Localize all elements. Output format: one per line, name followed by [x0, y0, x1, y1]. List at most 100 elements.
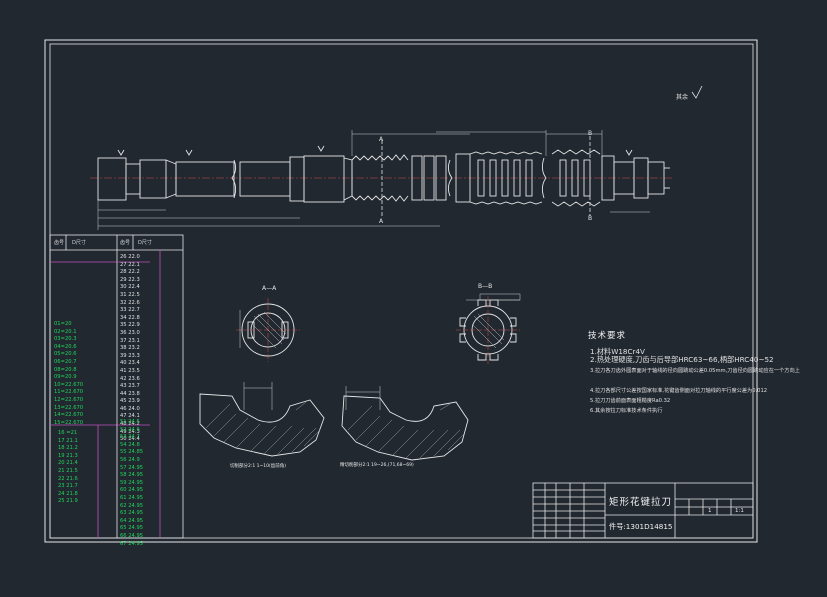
table-cell: 67 24.95	[120, 540, 144, 547]
table-cell: 45 23.9	[120, 398, 140, 405]
table-cell: 51 24.5	[120, 419, 140, 425]
tech-req-1: 1.材料W18Cr4V	[590, 347, 645, 356]
tech-req-3: 3.拉刀各刀齿外圆表面对于轴线的径向圆跳动公差0.05mm,刀齿径向圆跳动应在一…	[590, 368, 800, 374]
title-block-code: 件号:1301D14815	[609, 522, 673, 531]
broach-main-view	[90, 130, 672, 230]
caption-right-section: 精切削部分2:1 19~26,(71,68~69)	[340, 463, 414, 468]
tech-requirements-title: 技术要求	[588, 331, 627, 341]
table-cell: 11=22.670	[54, 389, 84, 396]
table-cell: 41 23.5	[120, 367, 140, 374]
table-cell: 20 21.4	[58, 460, 78, 467]
table-cell: 17 21.1	[58, 437, 78, 444]
section-b-b	[456, 293, 521, 364]
table-cell: 46 24.0	[120, 405, 140, 412]
table-cell: 52 24.6	[120, 426, 140, 433]
table-cell: 36 23.0	[120, 329, 140, 336]
table-cell: 58 24.95	[120, 472, 144, 479]
table-cell: 21 21.5	[58, 467, 78, 474]
table-cell: 27 22.1	[120, 261, 140, 268]
tech-req-4: 4.拉刀各部尺寸公差按国家标准,花键齿侧面对拉刀轴线的平行度公差为0.012	[590, 388, 768, 394]
table-cell: 06=20.7	[54, 358, 77, 365]
table-cell: 10=22.670	[54, 381, 84, 388]
table-cell: 15=22.670	[54, 419, 84, 426]
table-cell: 59 24.95	[120, 479, 144, 486]
table-cell: 54 24.8	[120, 441, 140, 448]
title-block-sheet: 1	[708, 508, 712, 514]
table-header-tooth-no-2: 齿号	[120, 240, 131, 246]
caption-left-section: 切削部分2:1 1~10(齿前角)	[230, 464, 287, 469]
tech-req-5: 5.拉刀刀齿前面表面粗糙度Ra0.32	[590, 398, 671, 404]
table-cell: 30 22.4	[120, 284, 140, 291]
tooth-detail-left	[199, 382, 325, 457]
table-cell: 55 24.85	[120, 449, 144, 456]
table-cell: 62 24.95	[120, 502, 144, 509]
table-cell: 05=20.6	[54, 351, 77, 358]
table-cell: 34 22.8	[120, 314, 140, 321]
table-cell: 28 22.2	[120, 269, 140, 276]
table-cell: 49 24.3	[120, 428, 140, 435]
table-header-d-size: D尺寸	[72, 240, 86, 246]
title-block-lines	[532, 482, 754, 539]
table-cell: 18 21.2	[58, 445, 78, 452]
table-cell: 08=20.8	[54, 366, 77, 373]
table-cell: 09=20.9	[54, 374, 77, 381]
table-header-d-size-2: D尺寸	[138, 240, 152, 246]
title-block-name: 矩形花键拉刀	[609, 497, 673, 508]
cut-marker-a: A	[379, 136, 384, 143]
table-cell: 57 24.95	[120, 464, 144, 471]
table-header-tooth-no: 齿号	[54, 240, 65, 246]
table-cell: 29 22.3	[120, 276, 140, 283]
title-block-scale: 1:1	[735, 508, 744, 514]
table-cell: 25 21.9	[58, 498, 78, 505]
table-cell: 14=22.670	[54, 412, 84, 419]
table-cell: 31 22.5	[120, 291, 140, 298]
section-b-label: B—B	[478, 283, 493, 290]
table-cell: 63 24.95	[120, 510, 144, 517]
table-cell: 33 22.7	[120, 307, 140, 314]
table-cell: 12=22.670	[54, 396, 84, 403]
table-cell: 56 24.9	[120, 456, 140, 463]
table-cell: 66 24.95	[120, 532, 144, 539]
table-cell: 35 22.9	[120, 322, 140, 329]
table-cell: 32 22.6	[120, 299, 140, 306]
table-cell: 02=20.1	[54, 328, 77, 335]
tech-req-6: 6.其余按拉刀标准技术条件执行	[590, 408, 663, 414]
table-cell: 50 24.4	[120, 436, 140, 443]
roughness-note: 其余	[676, 94, 689, 101]
table-cell: 65 24.95	[120, 525, 144, 532]
table-cell: 26 22.0	[120, 254, 140, 260]
table-cell: 39 23.3	[120, 352, 140, 359]
table-cell: 03=20.3	[54, 336, 77, 343]
table-cell: 19 21.3	[58, 452, 78, 459]
table-cell: 44 23.8	[120, 390, 140, 397]
table-cell: 64 24.95	[120, 517, 144, 524]
outer-frame	[44, 39, 758, 543]
table-cell: 37 23.1	[120, 337, 140, 344]
tech-req-2: 2.热处理硬度,刀齿与后导部HRC63~66,柄部HRC40~52	[590, 355, 774, 364]
section-a-a	[236, 298, 300, 362]
table-cell: 24 21.8	[58, 490, 78, 497]
cut-marker-a-bottom: A	[379, 218, 384, 225]
table-cell: 16 =21	[58, 430, 78, 436]
table-cell: 13=22.670	[54, 404, 84, 411]
table-cell: 43 23.7	[120, 383, 140, 390]
tooth-detail-right	[341, 386, 469, 461]
teeth-table-lines	[49, 234, 184, 539]
table-cell: 60 24.95	[120, 487, 144, 494]
table-cell: 42 23.6	[120, 375, 140, 382]
table-cell: 61 24.95	[120, 494, 144, 501]
table-cell: 40 23.4	[120, 360, 140, 367]
table-cell: 38 23.2	[120, 345, 140, 352]
cut-marker-b: B	[588, 130, 593, 137]
table-cell: 22 21.6	[58, 475, 78, 482]
table-cell: 47 24.1	[120, 413, 140, 420]
section-a-label: A—A	[262, 285, 277, 292]
table-cell: 01=20	[54, 321, 72, 327]
cut-marker-b-bottom: B	[588, 215, 593, 222]
table-cell: 48 24.2	[120, 421, 140, 428]
table-cell: 53 24.7	[120, 434, 140, 441]
